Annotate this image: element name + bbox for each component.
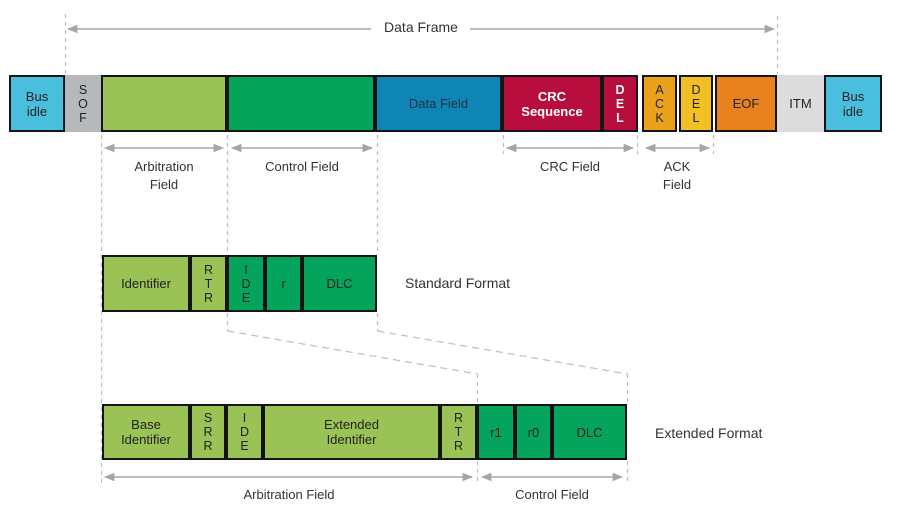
segment-control-field	[227, 75, 375, 132]
crc-field-label: CRC Field	[540, 159, 600, 174]
ext-extended-identifier: Extended Identifier	[263, 404, 440, 460]
segment-ack-delimiter: D E L	[679, 75, 713, 132]
dashed-guides	[64, 14, 779, 484]
ext-rtr: R T R	[440, 404, 477, 460]
control-field-label: Control Field	[265, 159, 339, 174]
bottom-control-field-label: Control Field	[515, 487, 589, 502]
segment-crc-delimiter: D E L	[602, 75, 638, 132]
segment-bus-idle-left: Bus idle	[9, 75, 65, 132]
ext-dlc: DLC	[552, 404, 627, 460]
bottom-arbitration-field-label: Arbitration Field	[243, 487, 335, 502]
ext-srr: S R R	[190, 404, 226, 460]
segment-data-field: Data Field	[375, 75, 502, 132]
std-identifier: Identifier	[102, 255, 190, 312]
extended-format-label: Extended Format	[655, 425, 763, 441]
ext-r1: r1	[477, 404, 515, 460]
segment-crc-sequence: CRC Sequence	[502, 75, 602, 132]
arbitration-field-label: Arbitration Field	[134, 159, 194, 192]
segment-bus-idle-right: Bus idle	[824, 75, 882, 132]
segment-arbitration-field	[101, 75, 227, 132]
ext-r0: r0	[515, 404, 552, 460]
std-ide: I D E	[227, 255, 265, 312]
segment-eof: EOF	[715, 75, 777, 132]
segment-itm: ITM	[777, 75, 824, 132]
span-arrows	[66, 24, 776, 482]
std-r: r	[265, 255, 302, 312]
data-frame-label: Data Frame	[384, 19, 458, 35]
segment-ack-slot: A C K	[642, 75, 677, 132]
std-dlc: DLC	[302, 255, 377, 312]
standard-format-label: Standard Format	[405, 275, 511, 291]
segment-sof: S O F	[65, 75, 101, 132]
ext-ide: I D E	[226, 404, 263, 460]
std-rtr: R T R	[190, 255, 227, 312]
ack-field-label: ACK Field	[662, 159, 692, 192]
ext-base-identifier: Base Identifier	[102, 404, 190, 460]
